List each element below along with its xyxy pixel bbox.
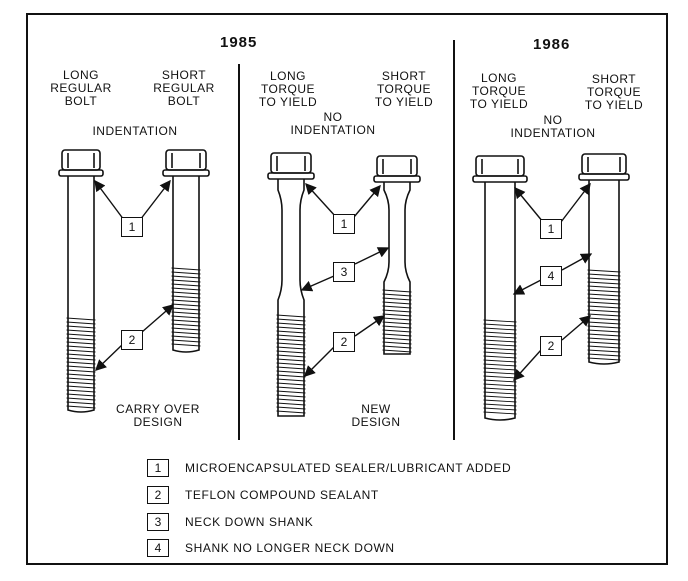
- callout-4-panel3: 4: [540, 266, 562, 286]
- leader-2p-3b: [354, 247, 390, 265]
- leader-3p-2b: [561, 315, 592, 341]
- legend-item-1: 1 MICROENCAPSULATED SEALER/LUBRICANT ADD…: [147, 459, 511, 477]
- legend-text-1: MICROENCAPSULATED SEALER/LUBRICANT ADDED: [185, 461, 512, 475]
- legend-key-2: 2: [147, 486, 169, 504]
- legend-text-4: SHANK NO LONGER NECK DOWN: [185, 541, 395, 555]
- leader-2p-2b: [354, 315, 386, 337]
- year-1985: 1985: [220, 34, 258, 51]
- bolt-short-torque-to-yield-1986: [578, 153, 630, 365]
- legend-item-4: 4 SHANK NO LONGER NECK DOWN: [147, 539, 395, 557]
- legend-key-4: 4: [147, 539, 169, 557]
- bolt-long-torque-to-yield: [267, 152, 315, 417]
- leader-3p-4a: [512, 279, 542, 295]
- legend-item-3: 3 NECK DOWN SHANK: [147, 513, 313, 531]
- bolt-short-torque-to-yield: [373, 155, 421, 355]
- callout-3-panel2: 3: [333, 262, 355, 282]
- callout-2-panel3: 2: [540, 336, 562, 356]
- leader-2a: [94, 343, 124, 371]
- bolt-long-regular: [58, 149, 104, 413]
- leader-lines: [94, 179, 593, 382]
- legend-text-3: NECK DOWN SHANK: [185, 515, 314, 529]
- leader-2p-1a: [305, 182, 337, 218]
- legend-key-1: 1: [147, 459, 169, 477]
- leader-3p-1a: [514, 186, 544, 223]
- leader-2p-1b: [353, 184, 381, 218]
- label-indentation: INDENTATION: [92, 124, 178, 138]
- callout-2-panel1: 2: [121, 330, 143, 350]
- legend-text-2: TEFLON COMPOUND SEALANT: [185, 488, 379, 502]
- bolt-long-torque-to-yield-1986: [472, 155, 528, 421]
- bolt-short-regular: [162, 149, 210, 353]
- leader-1a: [94, 179, 125, 221]
- callout-1-panel1: 1: [121, 217, 143, 237]
- outer-frame: [26, 13, 668, 565]
- bolts: [58, 149, 630, 421]
- leader-1b: [139, 179, 171, 221]
- leader-2p-2a: [304, 345, 336, 377]
- callout-1-panel2: 1: [333, 214, 355, 234]
- leader-3p-4b: [561, 253, 593, 271]
- leader-3p-1b: [560, 182, 591, 223]
- year-1986: 1986: [533, 36, 571, 53]
- leader-3p-2a: [513, 349, 542, 382]
- leader-2p-3a: [300, 275, 335, 292]
- legend-key-3: 3: [147, 513, 169, 531]
- leader-2b: [141, 304, 175, 333]
- legend-item-2: 2 TEFLON COMPOUND SEALANT: [147, 486, 379, 504]
- callout-1-panel3: 1: [540, 219, 562, 239]
- callout-2-panel2: 2: [333, 332, 355, 352]
